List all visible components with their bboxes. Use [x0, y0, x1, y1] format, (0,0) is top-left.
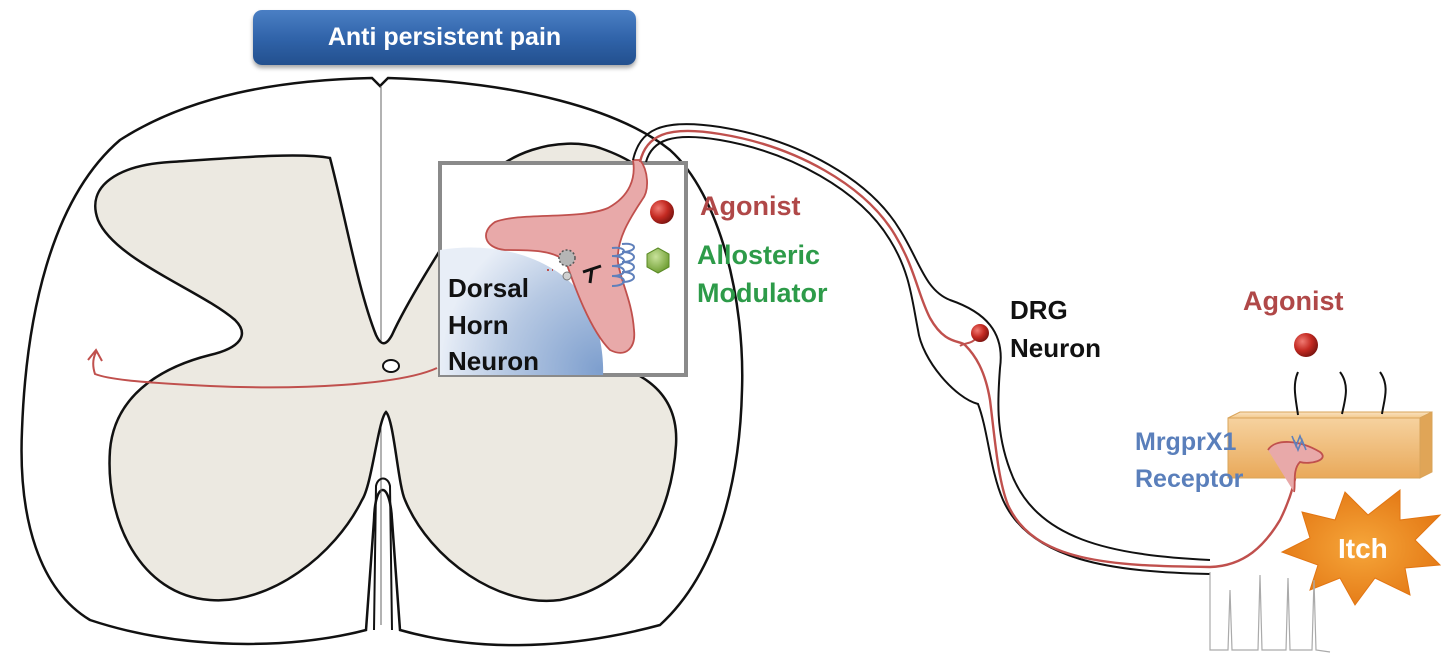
- allosteric-modulator-hexagon: [647, 248, 669, 273]
- drg-label-line2: Neuron: [1010, 331, 1101, 365]
- skin-hairs: [1295, 372, 1386, 415]
- skin-slab-side: [1420, 412, 1432, 478]
- itch-label: Itch: [1338, 533, 1388, 565]
- dorsal-horn-label-line3: Neuron: [448, 344, 539, 378]
- agonist-ball-skin: [1294, 333, 1318, 357]
- allosteric-label-line1: Allosteric: [697, 238, 820, 272]
- allosteric-label-line2: Modulator: [697, 276, 827, 310]
- receptor-label-line2: Receptor: [1135, 462, 1243, 496]
- skin-slab-front: [1228, 418, 1420, 478]
- dorsal-horn-label-line1: Dorsal: [448, 271, 529, 305]
- vesicle: [559, 250, 575, 266]
- dorsal-horn-label-line2: Horn: [448, 308, 509, 342]
- page-title: Anti persistent pain: [253, 10, 636, 65]
- agonist-label-skin: Agonist: [1243, 288, 1344, 315]
- drg-soma: [971, 324, 989, 342]
- skin-slab-top: [1228, 412, 1432, 418]
- receptor-label-line1: MrgprX1: [1135, 425, 1236, 459]
- ventral-fissure: [374, 479, 392, 631]
- agonist-ball-box: [650, 200, 674, 224]
- drg-label-line1: DRG: [1010, 293, 1068, 327]
- agonist-label-box: Agonist: [700, 193, 801, 220]
- central-canal: [383, 360, 399, 372]
